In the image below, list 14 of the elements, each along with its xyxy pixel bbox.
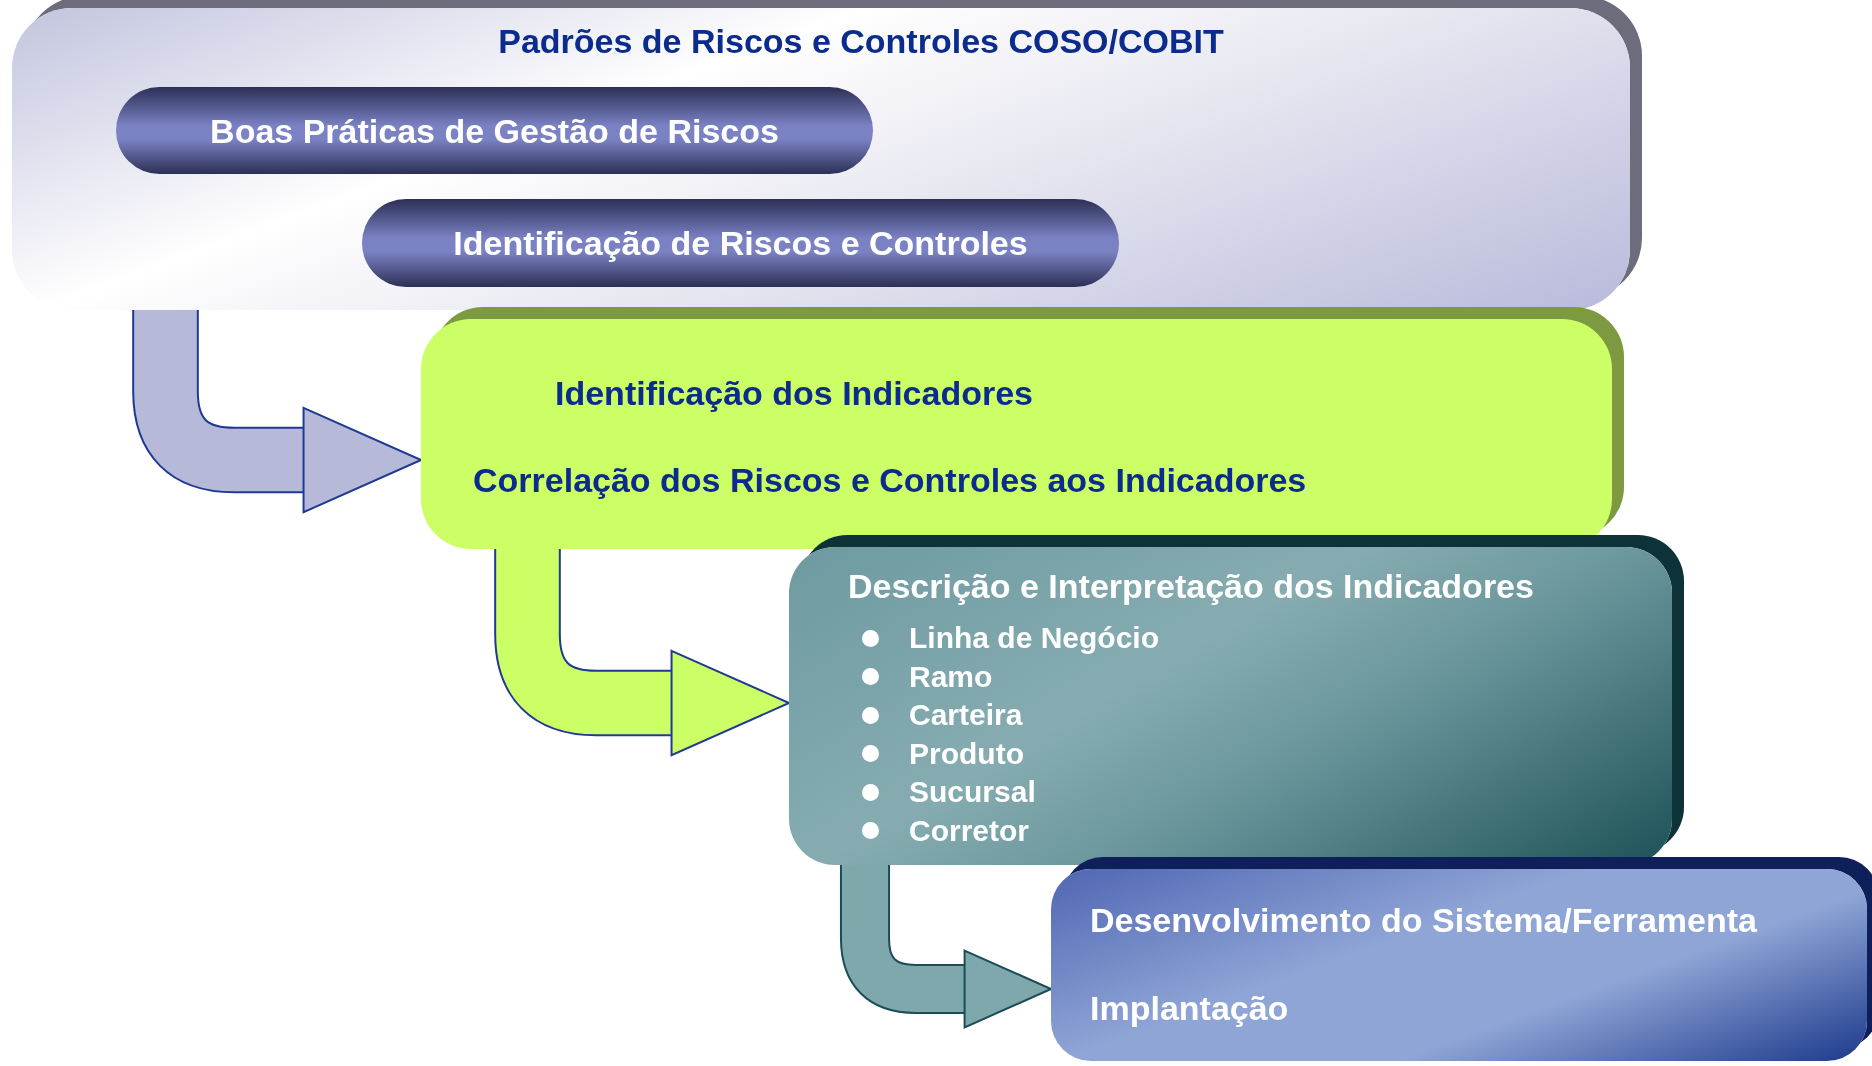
bullet-item: Carteira (909, 698, 1023, 733)
panel-text: Implantação (1090, 989, 1289, 1028)
pill-label: Boas Práticas de Gestão de Riscos (209, 111, 780, 150)
panel-text: Desenvolvimento do Sistema/Ferramenta (1090, 901, 1757, 940)
bullet-item: Sucursal (909, 775, 1036, 810)
bullet-item: Produto (909, 736, 1024, 771)
pill-label: Identificação de Riscos e Controles (452, 223, 1029, 263)
panel-text: Identificação dos Indicadores (555, 374, 1033, 413)
panel-text: Correlação dos Riscos e Controles aos Indicadores (473, 461, 1307, 500)
bullet-item: Corretor (909, 813, 1029, 848)
bullet-item: Linha de Negócio (909, 621, 1160, 656)
bullet-item: Ramo (909, 659, 993, 694)
panel-title: Descrição e Interpretação dos Indicadores (848, 567, 1534, 606)
panel-title: Padrões de Riscos e Controles COSO/COBIT (497, 22, 1225, 61)
